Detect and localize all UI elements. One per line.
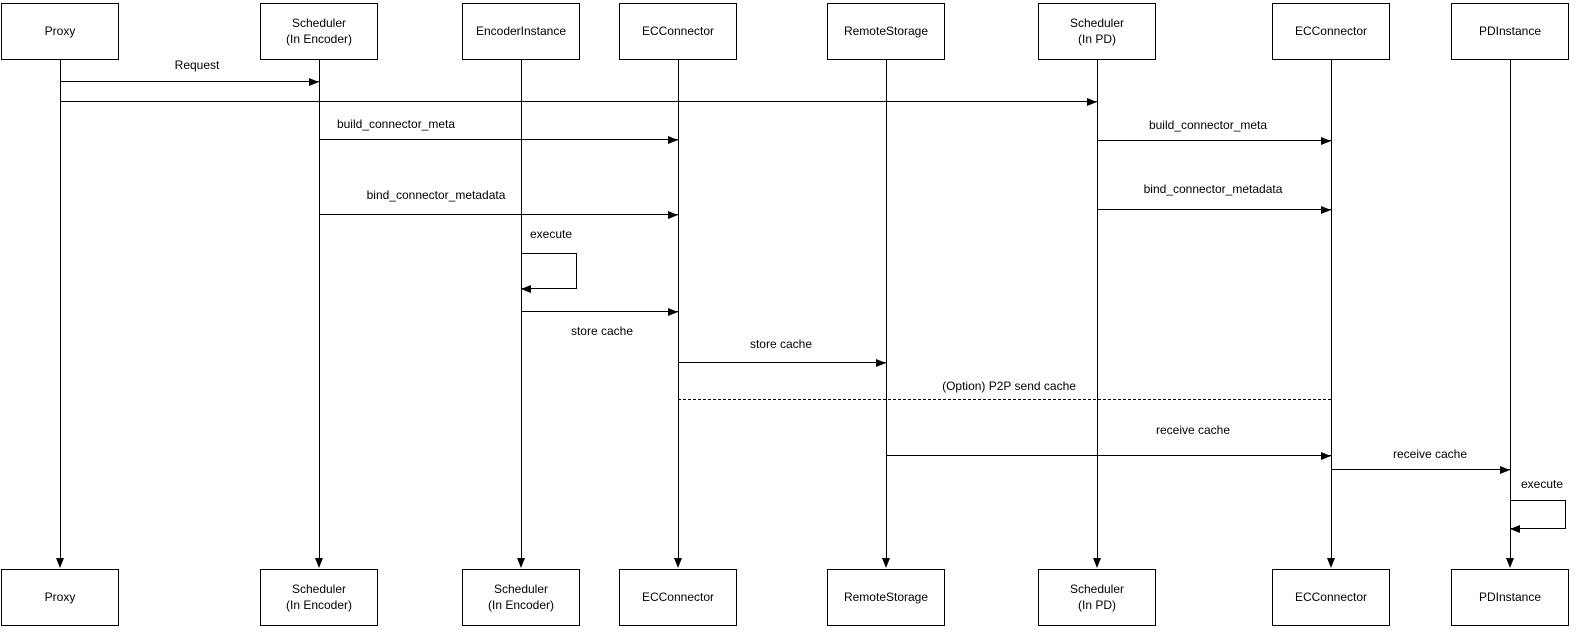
arrowhead-right-icon [668,135,678,144]
message-request [60,77,319,86]
participant-scheduler-encoder-bottom: Scheduler (In Encoder) [260,569,378,626]
message-execute-pd-loop [1510,500,1566,529]
participant-ec-connector-pd-bottom: ECConnector [1272,569,1390,626]
lifeline-arrow-down-icon [674,558,682,568]
arrowhead-right-icon [1500,465,1510,474]
arrowhead-right-icon [309,77,319,86]
participant-scheduler-pd-bottom: Scheduler (In PD) [1038,569,1156,626]
arrowhead-right-icon [1321,205,1331,214]
participant-ec-connector-pd-top: ECConnector [1272,3,1390,60]
message-p2p-send-cache-label: (Option) P2P send cache [940,378,1078,394]
arrowhead-right-icon [668,210,678,219]
message-build-connector-meta-pd [1097,136,1331,145]
message-bind-connector-metadata-pd [1097,205,1331,214]
message-receive-cache-remote-label: receive cache [1153,422,1233,438]
lifeline-arrow-down-icon [56,558,64,568]
message-build-connector-meta-encoder [319,135,678,144]
participant-pd-instance-top: PDInstance [1451,3,1569,60]
lifeline-ec-connector-encoder [678,60,679,559]
arrowhead-left-icon [521,285,531,293]
message-proxy-to-scheduler-pd [60,97,1097,106]
participant-encoder-instance-top: EncoderInstance [462,3,580,60]
lifeline-proxy [60,60,61,559]
message-bind-connector-metadata-pd-label: bind_connector_metadata [1141,181,1285,197]
participant-ec-connector-encoder-bottom: ECConnector [619,569,737,626]
participant-remote-storage-top: RemoteStorage [827,3,945,60]
message-receive-cache-pd [1331,465,1510,474]
lifeline-arrow-down-icon [315,558,323,568]
lifeline-scheduler-pd [1097,60,1098,559]
lifeline-arrow-down-icon [882,558,890,568]
message-build-connector-meta-pd-label: build_connector_meta [1146,117,1270,133]
message-store-cache-remote [678,358,886,367]
message-build-connector-meta-encoder-label: build_connector_meta [334,116,458,132]
arrowhead-right-icon [1087,97,1097,106]
message-p2p-send-cache [678,399,1331,400]
arrowhead-right-icon [1321,136,1331,145]
message-receive-cache-remote [886,451,1331,460]
message-bind-connector-metadata-encoder [319,210,678,219]
participant-proxy-bottom: Proxy [1,569,119,626]
message-execute-pd-label: execute [1518,476,1566,492]
message-store-cache-remote-label: store cache [747,336,815,352]
message-execute-encoder-label: execute [527,226,575,242]
arrowhead-right-icon [1321,451,1331,460]
lifeline-remote-storage [886,60,887,559]
participant-encoder-instance-bottom: Scheduler (In Encoder) [462,569,580,626]
arrowhead-right-icon [876,358,886,367]
participant-scheduler-encoder-top: Scheduler (In Encoder) [260,3,378,60]
message-store-cache-encoder-label: store cache [568,323,636,339]
participant-scheduler-pd-top: Scheduler (In PD) [1038,3,1156,60]
participant-remote-storage-bottom: RemoteStorage [827,569,945,626]
participant-ec-connector-encoder-top: ECConnector [619,3,737,60]
lifeline-arrow-down-icon [1506,558,1514,568]
lifeline-arrow-down-icon [1327,558,1335,568]
message-request-label: Request [172,57,222,73]
lifeline-pd-instance [1510,60,1511,559]
lifeline-ec-connector-pd [1331,60,1332,559]
participant-pd-instance-bottom: PDInstance [1451,569,1569,626]
lifeline-arrow-down-icon [1093,558,1101,568]
lifeline-encoder-instance [521,60,522,559]
arrowhead-right-icon [668,307,678,316]
message-execute-encoder-loop [521,253,577,289]
participant-proxy-top: Proxy [1,3,119,60]
arrowhead-left-icon [1510,525,1520,533]
message-bind-connector-metadata-encoder-label: bind_connector_metadata [364,187,508,203]
lifeline-arrow-down-icon [517,558,525,568]
lifeline-scheduler-encoder [319,60,320,559]
message-store-cache-encoder [521,307,678,316]
message-receive-cache-pd-label: receive cache [1390,446,1470,462]
